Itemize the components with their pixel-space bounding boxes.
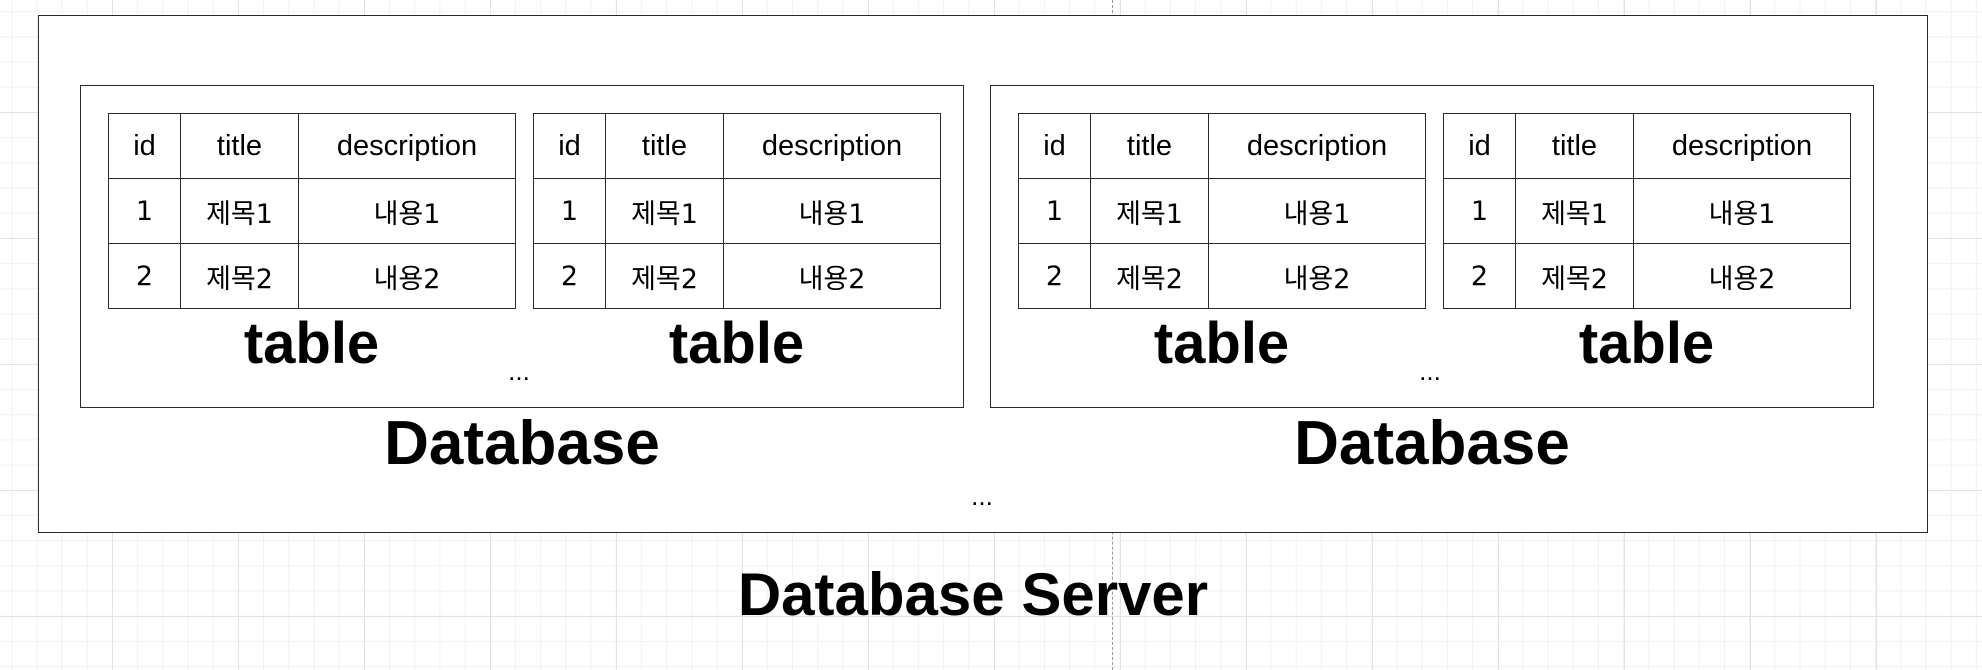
table-cell: 내용1 [723,178,941,244]
table-label: table [1153,311,1290,376]
tables-ellipsis: ... [508,356,530,386]
table-row: 1 제목1 내용1 [108,178,516,244]
database-label: Database [384,409,660,478]
table-cell: 1 [1443,178,1516,244]
header-cell: id [1018,113,1091,179]
database-server-label: Database Server [737,561,1209,628]
table-row: 2 제목2 내용2 [1018,243,1426,309]
data-table-2-1: id title description 1 제목1 내용1 2 제목2 내용2 [1018,113,1426,309]
table-row: 1 제목1 내용1 [1018,178,1426,244]
database-label: Database [1294,409,1570,478]
databases-ellipsis: ... [971,481,993,511]
table-cell: 1 [1018,178,1091,244]
table-cell: 제목1 [1515,178,1634,244]
table-cell: 내용2 [298,243,516,309]
table-header-row: id title description [108,113,516,179]
tables-ellipsis: ... [1419,356,1441,386]
header-cell: title [605,113,724,179]
table-cell: 제목1 [605,178,724,244]
table-row: 2 제목2 내용2 [533,243,941,309]
table-cell: 1 [533,178,606,244]
table-row: 1 제목1 내용1 [533,178,941,244]
data-table-1-2: id title description 1 제목1 내용1 2 제목2 내용2 [533,113,941,309]
table-cell: 내용2 [1208,243,1426,309]
table-cell: 제목2 [605,243,724,309]
header-cell: title [1090,113,1209,179]
table-cell: 제목2 [1515,243,1634,309]
table-header-row: id title description [1018,113,1426,179]
header-cell: description [723,113,941,179]
data-table-2-2: id title description 1 제목1 내용1 2 제목2 내용2 [1443,113,1851,309]
header-cell: title [1515,113,1634,179]
table-row: 2 제목2 내용2 [1443,243,1851,309]
header-cell: title [180,113,299,179]
header-cell: description [1633,113,1851,179]
table-header-row: id title description [1443,113,1851,179]
header-cell: id [108,113,181,179]
table-row: 2 제목2 내용2 [108,243,516,309]
table-cell: 2 [533,243,606,309]
table-cell: 제목2 [1090,243,1209,309]
table-header-row: id title description [533,113,941,179]
table-label: table [668,311,805,376]
header-cell: description [298,113,516,179]
table-cell: 내용1 [1208,178,1426,244]
table-cell: 내용2 [1633,243,1851,309]
table-label: table [1578,311,1715,376]
table-cell: 내용1 [1633,178,1851,244]
table-cell: 2 [1443,243,1516,309]
header-cell: description [1208,113,1426,179]
table-cell: 2 [1018,243,1091,309]
header-cell: id [533,113,606,179]
data-table-1-1: id title description 1 제목1 내용1 2 제목2 내용2 [108,113,516,309]
table-cell: 1 [108,178,181,244]
table-cell: 내용1 [298,178,516,244]
table-cell: 제목1 [180,178,299,244]
table-row: 1 제목1 내용1 [1443,178,1851,244]
table-cell: 제목1 [1090,178,1209,244]
table-cell: 내용2 [723,243,941,309]
table-cell: 2 [108,243,181,309]
header-cell: id [1443,113,1516,179]
table-label: table [243,311,380,376]
table-cell: 제목2 [180,243,299,309]
